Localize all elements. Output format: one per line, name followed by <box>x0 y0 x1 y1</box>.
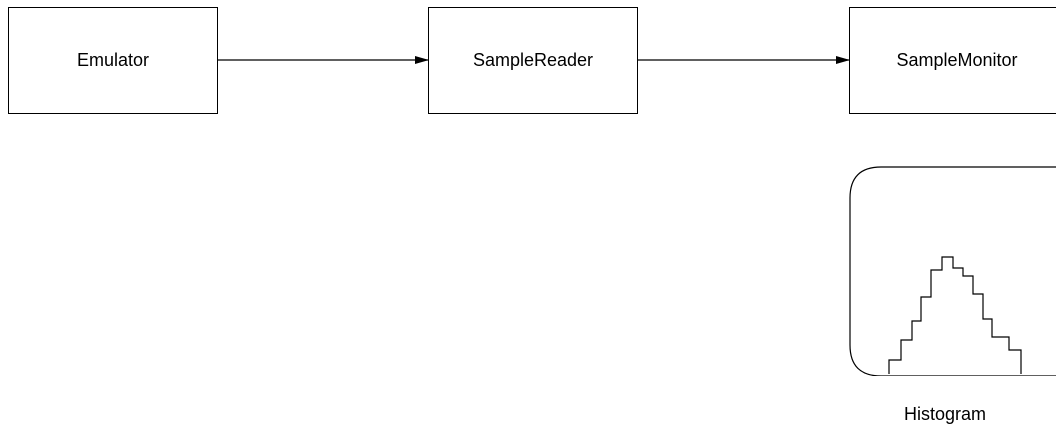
histogram-caption: Histogram <box>870 404 1020 425</box>
histogram-frame <box>849 166 1056 376</box>
emulator-node[interactable]: Emulator <box>8 7 218 114</box>
sample-reader-label: SampleReader <box>472 50 594 70</box>
emulator-label: Emulator <box>76 50 150 70</box>
histogram-label: Histogram <box>903 404 987 424</box>
sample-monitor-node[interactable]: SampleMonitor <box>849 7 1056 114</box>
sample-monitor-label: SampleMonitor <box>896 50 1018 70</box>
histogram-step-icon <box>888 256 1022 374</box>
histogram-panel[interactable] <box>849 166 1056 376</box>
